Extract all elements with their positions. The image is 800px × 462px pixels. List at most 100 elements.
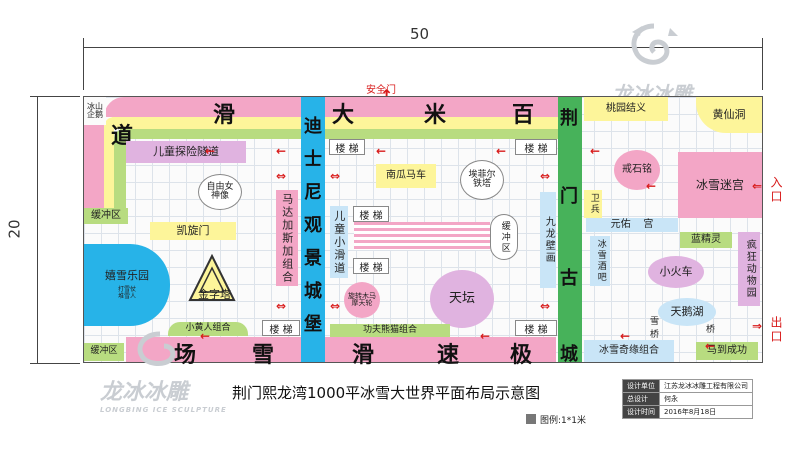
jingmen-char-jing: 荆 bbox=[560, 108, 578, 129]
slide-top-pink bbox=[104, 97, 559, 117]
info-value: 江苏龙冰冰雕工程有限公司 bbox=[659, 379, 753, 393]
info-key: 总设计 bbox=[622, 392, 660, 406]
snow-park-sub2: 堆雪人 bbox=[117, 292, 136, 300]
jingmen-ancient-city bbox=[558, 97, 582, 362]
huangxian-cave: 黄仙洞 bbox=[696, 97, 762, 133]
slide-top-green bbox=[120, 129, 559, 139]
small-train: 小火车 bbox=[648, 256, 704, 288]
flow-arrow-15: ← bbox=[620, 329, 631, 343]
flow-arrow-11: ⇔ bbox=[276, 299, 287, 313]
slide-char-chang: 场 bbox=[174, 343, 197, 368]
tower-char-bao: 堡 bbox=[304, 314, 322, 335]
ice-maze: 冰雪迷宫 bbox=[678, 152, 762, 218]
crazy-zoo: 疯狂动物园 bbox=[738, 232, 760, 306]
slide-char-xue: 雪 bbox=[252, 343, 275, 368]
logo-swirl-icon bbox=[631, 23, 678, 65]
jieshi-stele: 戒石铭 bbox=[614, 150, 660, 190]
flow-arrow-14: ← bbox=[480, 329, 491, 343]
slide-left-green bbox=[114, 129, 126, 208]
slide-left-pink bbox=[84, 104, 104, 208]
flow-arrow-7: ⇔ bbox=[276, 169, 287, 183]
tower-char-di: 迪 bbox=[304, 116, 322, 137]
buffer-zone-left: 缓冲区 bbox=[84, 208, 128, 224]
guard: 卫兵 bbox=[584, 190, 602, 218]
legend-label: 图例:1*1米 bbox=[540, 416, 586, 426]
slide-char-mi: 米 bbox=[424, 103, 447, 128]
yuanyou-palace: 元佑 宫 bbox=[586, 218, 678, 232]
slide-char-ji: 极 bbox=[510, 343, 533, 368]
tower-char-shi: 士 bbox=[304, 149, 322, 170]
logo-bottom-swirl-icon bbox=[137, 331, 176, 366]
flow-arrow-3: ← bbox=[376, 144, 387, 158]
width-dimension-line bbox=[83, 47, 763, 48]
flow-arrow-6: ← bbox=[646, 179, 657, 193]
width-tick-left bbox=[83, 38, 84, 90]
exit-arrow: ⇒ bbox=[752, 319, 763, 333]
stairs-3: 楼 梯 bbox=[353, 206, 389, 222]
snow-park-label: 嬉雪乐园 bbox=[105, 268, 149, 282]
logo-bottom-name: 龙冰冰雕 bbox=[100, 380, 189, 405]
slide-char-hua: 滑 bbox=[213, 103, 236, 128]
eiffel-tower: 埃菲尔 铁塔 bbox=[460, 160, 504, 200]
plan-title: 荆门熙龙湾1000平冰雪大世界平面布局示意图 bbox=[232, 384, 541, 402]
info-key: 设计单位 bbox=[622, 379, 660, 393]
ferris-prefix: 旋转木马 bbox=[348, 291, 376, 300]
ice-penguin-area: 冰山 企鹅 bbox=[84, 97, 106, 125]
pyramid-label: 金字塔 bbox=[198, 288, 231, 301]
pyramid-icon bbox=[188, 254, 236, 301]
slide-left-yellow bbox=[104, 117, 114, 208]
flow-arrow-5: ← bbox=[590, 144, 601, 158]
ferris-wheel: 旋转木马 摩天轮 bbox=[344, 282, 380, 318]
kung-fu-panda-group: 功夫熊猫组合 bbox=[330, 324, 450, 337]
bridge-label: 桥 bbox=[706, 325, 716, 335]
flow-arrow-8: ⇔ bbox=[330, 169, 341, 183]
height-dimension-line bbox=[37, 96, 38, 363]
jingmen-char-cheng: 城 bbox=[560, 344, 578, 365]
height-label: 20 bbox=[5, 219, 24, 239]
swan-lake: 天鹅湖 bbox=[658, 298, 716, 326]
exit-label: 出口 bbox=[769, 316, 783, 344]
jingmen-char-gu: 古 bbox=[560, 268, 578, 289]
flow-arrow-10: ⇔ bbox=[540, 299, 551, 313]
tower-char-ni: 尼 bbox=[304, 182, 322, 203]
stairs-4: 楼 梯 bbox=[353, 258, 389, 274]
slide-char-bai: 百 bbox=[512, 103, 535, 128]
ice-fate-group: 冰雪奇缘组合 bbox=[584, 340, 674, 362]
entrance-label: 入口 bbox=[769, 176, 783, 204]
buffer-zone-bottom: 缓冲区 bbox=[84, 343, 124, 361]
ice-bar: 冰雪酒吧 bbox=[590, 236, 610, 286]
disney-castle-tower bbox=[301, 97, 325, 362]
stairs-1: 楼 梯 bbox=[329, 139, 365, 155]
flow-arrow-9: ⇔ bbox=[540, 169, 551, 183]
slide-char-hua2: 滑 bbox=[352, 343, 375, 368]
yuanyou-label: 元佑 bbox=[610, 218, 631, 230]
success-horse: 马到成功 bbox=[696, 342, 758, 360]
info-key: 设计时间 bbox=[622, 405, 660, 419]
slide-char-su: 速 bbox=[437, 343, 460, 368]
statue-of-liberty: 自由女 神像 bbox=[198, 174, 242, 210]
kids-slide: 儿童小滑道 bbox=[330, 206, 348, 278]
slide-top-yellow bbox=[112, 117, 559, 129]
ferris-label: 摩天轮 bbox=[351, 299, 373, 307]
flow-arrow-16: ← bbox=[705, 339, 716, 353]
width-tick-right bbox=[762, 38, 763, 90]
flow-arrow-1: ← bbox=[205, 144, 216, 158]
pumpkin-carriage: 南瓜马车 bbox=[376, 164, 436, 188]
safety-exit-label: 安全门 bbox=[366, 85, 396, 96]
slide-char-da: 大 bbox=[332, 103, 355, 128]
tower-char-jing: 景 bbox=[304, 248, 322, 269]
smurf: 蓝精灵 bbox=[680, 232, 732, 248]
flow-arrow-12: ⇔ bbox=[330, 299, 341, 313]
flow-arrow-2: ← bbox=[276, 144, 287, 158]
triumphal-arch: 凯旋门 bbox=[150, 222, 236, 240]
flow-arrow-13: ← bbox=[200, 329, 211, 343]
height-tick-bottom bbox=[30, 363, 80, 364]
stairs-2: 楼 梯 bbox=[515, 139, 557, 155]
buffer-zone-vertical: 缓冲区 bbox=[490, 214, 518, 260]
children-tunnel: 儿童探险隧道 bbox=[126, 141, 246, 163]
madagascar-group: 马达加斯加组合 bbox=[276, 190, 298, 286]
jingmen-char-men: 门 bbox=[560, 186, 578, 207]
info-value: 2016年8月18日 bbox=[659, 405, 753, 419]
